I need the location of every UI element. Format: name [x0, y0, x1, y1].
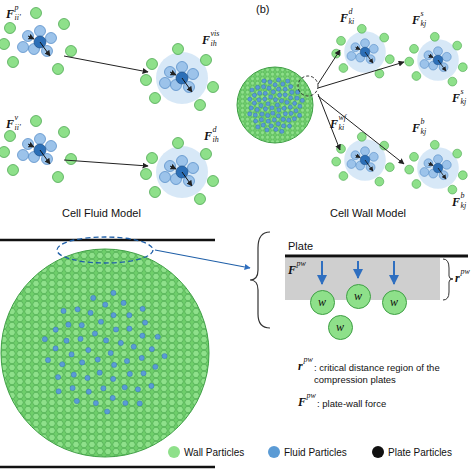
force-symbol: F [202, 34, 210, 46]
force-subscript: kj [421, 20, 427, 28]
force-superscript: s [461, 88, 464, 96]
force-subscript: ii' [15, 124, 21, 132]
force-superscript: pw [297, 260, 306, 268]
force-symbol: F [340, 12, 348, 24]
wall-particle: w [346, 284, 371, 309]
wall-particle: w [328, 315, 353, 340]
note-symbol: r [298, 360, 303, 372]
force-symbol: F [452, 196, 460, 208]
force-symbol: F [412, 14, 420, 26]
force-symbol: F [288, 264, 296, 276]
panel-caption: Cell Fluid Model [62, 208, 141, 219]
legend-text: Wall Particles [184, 447, 244, 458]
note-text: : plate-wall force [317, 398, 470, 410]
note-symbol: F [298, 396, 306, 408]
panel-label: (b) [256, 4, 269, 15]
force-superscript: s [421, 10, 424, 18]
particle-letter: w [318, 295, 326, 310]
force-subscript: ih [213, 136, 219, 144]
legend-text: Fluid Particles [284, 447, 347, 458]
wall-particle: w [382, 290, 407, 315]
particle-letter: w [336, 320, 344, 335]
force-superscript: d [349, 8, 353, 16]
note-superscript: pw [307, 392, 316, 400]
force-symbol: F [204, 130, 212, 142]
force-subscript: kj [461, 202, 467, 210]
particle-letter: w [390, 295, 398, 310]
force-subscript: ki [339, 124, 345, 132]
legend-swatch [372, 446, 384, 458]
force-subscript: ki [349, 18, 355, 26]
force-superscript: wf [339, 114, 347, 122]
force-subscript: ih [211, 40, 217, 48]
legend-entry: Fluid Particles [268, 446, 347, 458]
panel-caption: Cell Wall Model [330, 208, 406, 219]
force-symbol: F [452, 92, 460, 104]
force-superscript: p [15, 4, 19, 12]
wall-particle: w [310, 290, 335, 315]
legend-entry: Wall Particles [168, 446, 244, 458]
legend-swatch [168, 446, 180, 458]
particle-letter: w [354, 289, 362, 304]
force-subscript: ii' [15, 14, 21, 22]
force-subscript: kj [461, 98, 467, 106]
force-symbol: F [6, 8, 14, 20]
force-superscript: pw [461, 268, 470, 276]
force-symbol: r [455, 272, 460, 284]
legend-text: Plate Particles [388, 447, 452, 458]
force-superscript: b [461, 192, 465, 200]
force-superscript: vis [211, 30, 220, 38]
force-superscript: b [421, 118, 425, 126]
plate-label: Plate [288, 241, 313, 252]
force-symbol: F [330, 118, 338, 130]
force-symbol: F [6, 118, 14, 130]
note-text: : critical distance region of the compre… [314, 362, 470, 386]
legend-swatch [268, 446, 280, 458]
legend-entry: Plate Particles [372, 446, 452, 458]
force-superscript: d [213, 126, 217, 134]
note-superscript: pw [304, 356, 313, 364]
force-subscript: kj [421, 128, 427, 136]
force-symbol: F [412, 122, 420, 134]
force-superscript: v [15, 114, 19, 122]
